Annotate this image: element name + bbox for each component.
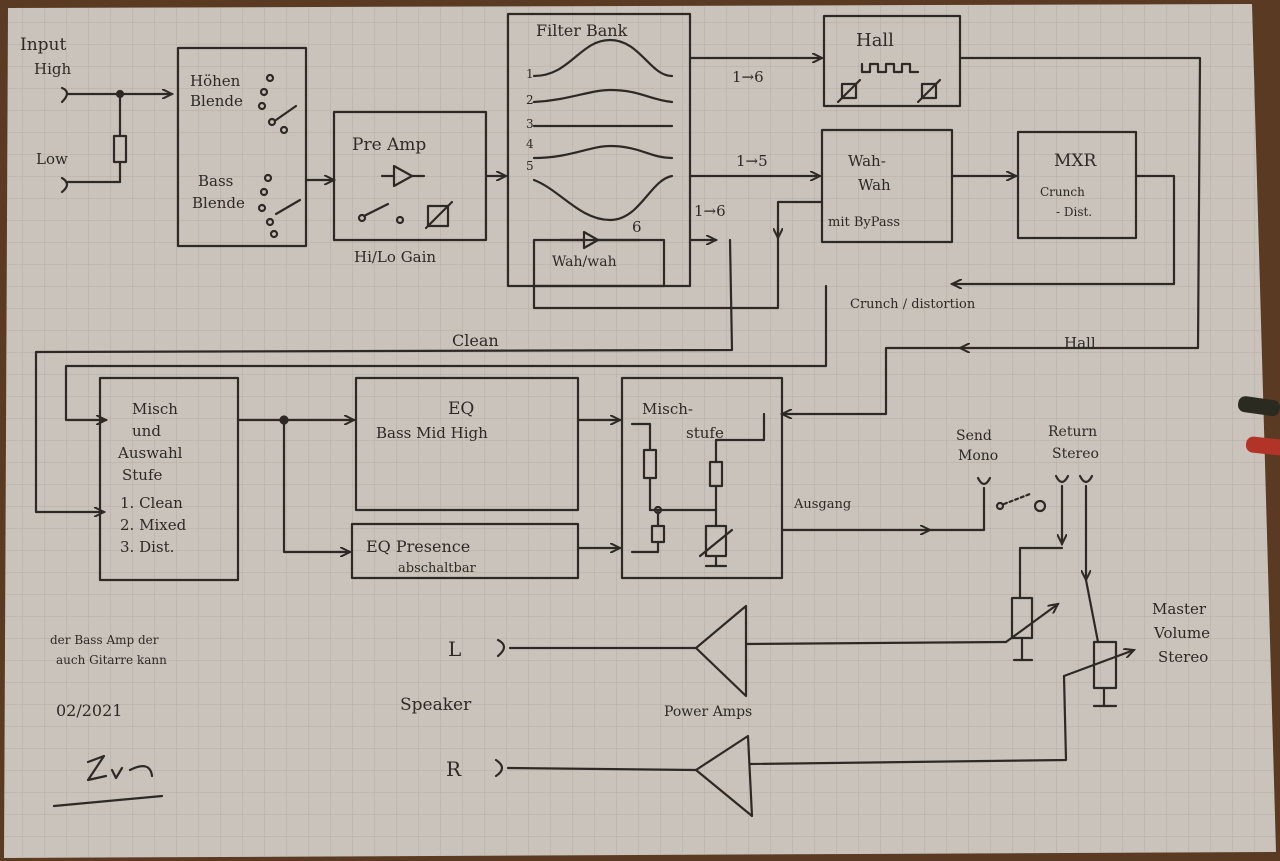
clean-signal-label: Clean	[452, 331, 499, 350]
master-line2: Volume	[1153, 624, 1210, 642]
mxr-line3: - Dist.	[1056, 205, 1092, 219]
power-amps-label: Power Amps	[664, 704, 752, 720]
filterbank-wah-label: Wah/wah	[552, 254, 617, 270]
master-line1: Master	[1152, 600, 1207, 618]
hall-title: Hall	[856, 30, 894, 51]
blend-bass-label: Bass	[198, 172, 233, 190]
send-line2: Mono	[958, 448, 998, 464]
speaker-right-label: R	[446, 757, 462, 781]
filter-number-6: 6	[632, 218, 642, 236]
misch-line-2: und	[132, 422, 161, 440]
route-label-2: 1→5	[736, 152, 768, 170]
pen-decoration	[1237, 396, 1280, 456]
master-volume-pots	[748, 596, 1134, 766]
footer-desc-line2: auch Gitarre kann	[56, 653, 167, 667]
preamp-gain-label: Hi/Lo Gain	[354, 248, 436, 266]
return-line1: Return	[1048, 424, 1097, 440]
preamp-title: Pre Amp	[352, 135, 426, 155]
wah-line1: Wah-	[848, 152, 886, 170]
filter-number-4: 4	[526, 137, 534, 151]
mix-stage-box	[620, 376, 784, 580]
misch-line-1: Misch	[132, 400, 178, 418]
filter-bank-box	[506, 12, 692, 288]
eq-presence-title: EQ Presence	[366, 537, 470, 556]
eq-box	[354, 376, 580, 512]
misch-line-3: Auswahl	[117, 444, 183, 462]
eq-presence-box	[350, 522, 580, 580]
input-low-label: Low	[36, 150, 68, 168]
misch-line-7: 3. Dist.	[120, 538, 174, 556]
speaker-label: Speaker	[400, 695, 472, 715]
eq-bands-label: Bass Mid High	[376, 424, 488, 442]
crunch-signal-label: Crunch / distortion	[850, 297, 976, 312]
input-title: Input	[20, 35, 66, 55]
return-line2: Stereo	[1052, 446, 1099, 462]
paper-sheet	[4, 4, 1276, 858]
eq-title: EQ	[448, 399, 474, 419]
blend-blende1-label: Blende	[190, 92, 243, 110]
filterbank-title: Filter Bank	[536, 21, 628, 40]
wah-line3: mit ByPass	[828, 215, 900, 230]
mxr-box	[1016, 130, 1138, 240]
footer-date: 02/2021	[56, 701, 122, 720]
misch-line-4: Stufe	[122, 466, 163, 484]
footer-desc-line1: der Bass Amp der	[50, 633, 159, 647]
mischstufe-line2: stufe	[686, 424, 724, 442]
eq-presence-sub: abschaltbar	[398, 561, 477, 576]
filter-number-3: 3	[526, 117, 534, 131]
hall-signal-label: Hall	[1064, 334, 1096, 352]
send-return	[928, 474, 1100, 644]
mixer-select-box	[98, 376, 240, 582]
route-label-3: 1→6	[694, 202, 726, 220]
blend-hoehen-label: Höhen	[190, 72, 241, 90]
route-label-1: 1→6	[732, 68, 764, 86]
speaker-left-label: L	[448, 637, 461, 661]
filter-number-5: 5	[526, 159, 534, 173]
misch-line-6: 2. Mixed	[120, 516, 187, 534]
wah-box	[820, 128, 954, 244]
input-high-label: High	[34, 60, 71, 78]
misch-line-5: 1. Clean	[120, 494, 183, 512]
ausgang-label: Ausgang	[793, 497, 851, 512]
send-line1: Send	[956, 428, 992, 444]
master-line3: Stereo	[1158, 648, 1208, 666]
input-section	[60, 86, 172, 194]
blend-blende2-label: Blende	[192, 194, 245, 212]
filter-number-2: 2	[526, 93, 534, 107]
filter-number-1: 1	[526, 67, 534, 81]
power-amps	[494, 604, 1008, 818]
mxr-line2: Crunch	[1040, 185, 1085, 199]
hall-box	[822, 14, 962, 108]
blend-box	[176, 46, 308, 248]
filter-routing	[532, 58, 822, 310]
mischstufe-line1: Misch-	[642, 400, 693, 418]
wah-line2: Wah	[858, 176, 891, 194]
mxr-title: MXR	[1054, 151, 1098, 171]
